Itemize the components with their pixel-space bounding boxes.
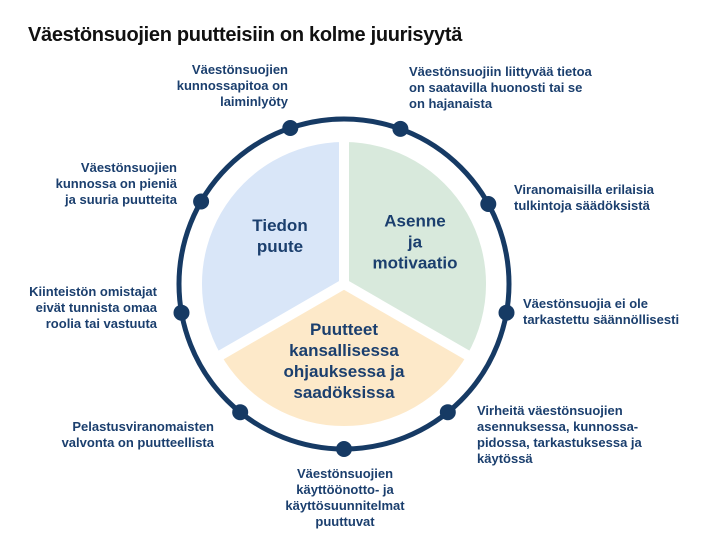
cause-dot-right-lower	[439, 404, 456, 421]
segment-separator-left	[211, 279, 347, 364]
cause-dot-left-upper	[193, 193, 210, 210]
cause-label-top-right: Väestönsuojiin liittyvää tietoa on saata…	[409, 64, 592, 111]
cause-dot-left-middle	[173, 304, 190, 321]
cause-dot-right-middle	[498, 304, 515, 321]
cause-dot-top-left	[282, 120, 299, 136]
segment-label-asenne-motivaatio: Asenne ja motivaatio	[372, 211, 458, 273]
cause-label-right-lower: Virheitä väestönsuojien asennuksessa, ku…	[477, 403, 642, 466]
segment-separators	[211, 134, 477, 364]
page-title: Väestönsuojien puutteisiin on kolme juur…	[28, 24, 463, 47]
cause-label-right-upper: Viranomaisilla erilaisia tulkintoja sääd…	[514, 182, 654, 213]
cause-dot-right-upper	[480, 196, 497, 212]
segment-label-tiedon-puute: Tiedon puute	[252, 216, 308, 256]
cause-label-left-upper: Väestönsuojien kunnossa on pieniä ja suu…	[55, 160, 177, 207]
cause-dot-bottom	[336, 441, 352, 457]
cause-label-top-left: Väestönsuojien kunnossapitoa on laiminly…	[176, 62, 288, 109]
cause-dot-top-right	[392, 120, 409, 137]
cause-label-right-middle: Väestönsuojia ei ole tarkastettu säännöl…	[523, 296, 680, 327]
segment-label-puutteet-ohjauksessa: Puutteet kansallisessa ohjauksessa ja sa…	[283, 320, 405, 402]
cause-dot-left-lower	[232, 404, 249, 421]
cause-dots	[173, 120, 515, 457]
cause-label-left-lower: Pelastusviranomaisten valvonta on puutte…	[61, 419, 214, 450]
cause-label-left-middle: Kiinteistön omistajat eivät tunnista oma…	[29, 284, 157, 331]
cause-label-bottom: Väestönsuojien käyttöönotto- ja käyttösu…	[285, 466, 405, 529]
segment-separator-right	[341, 279, 477, 364]
